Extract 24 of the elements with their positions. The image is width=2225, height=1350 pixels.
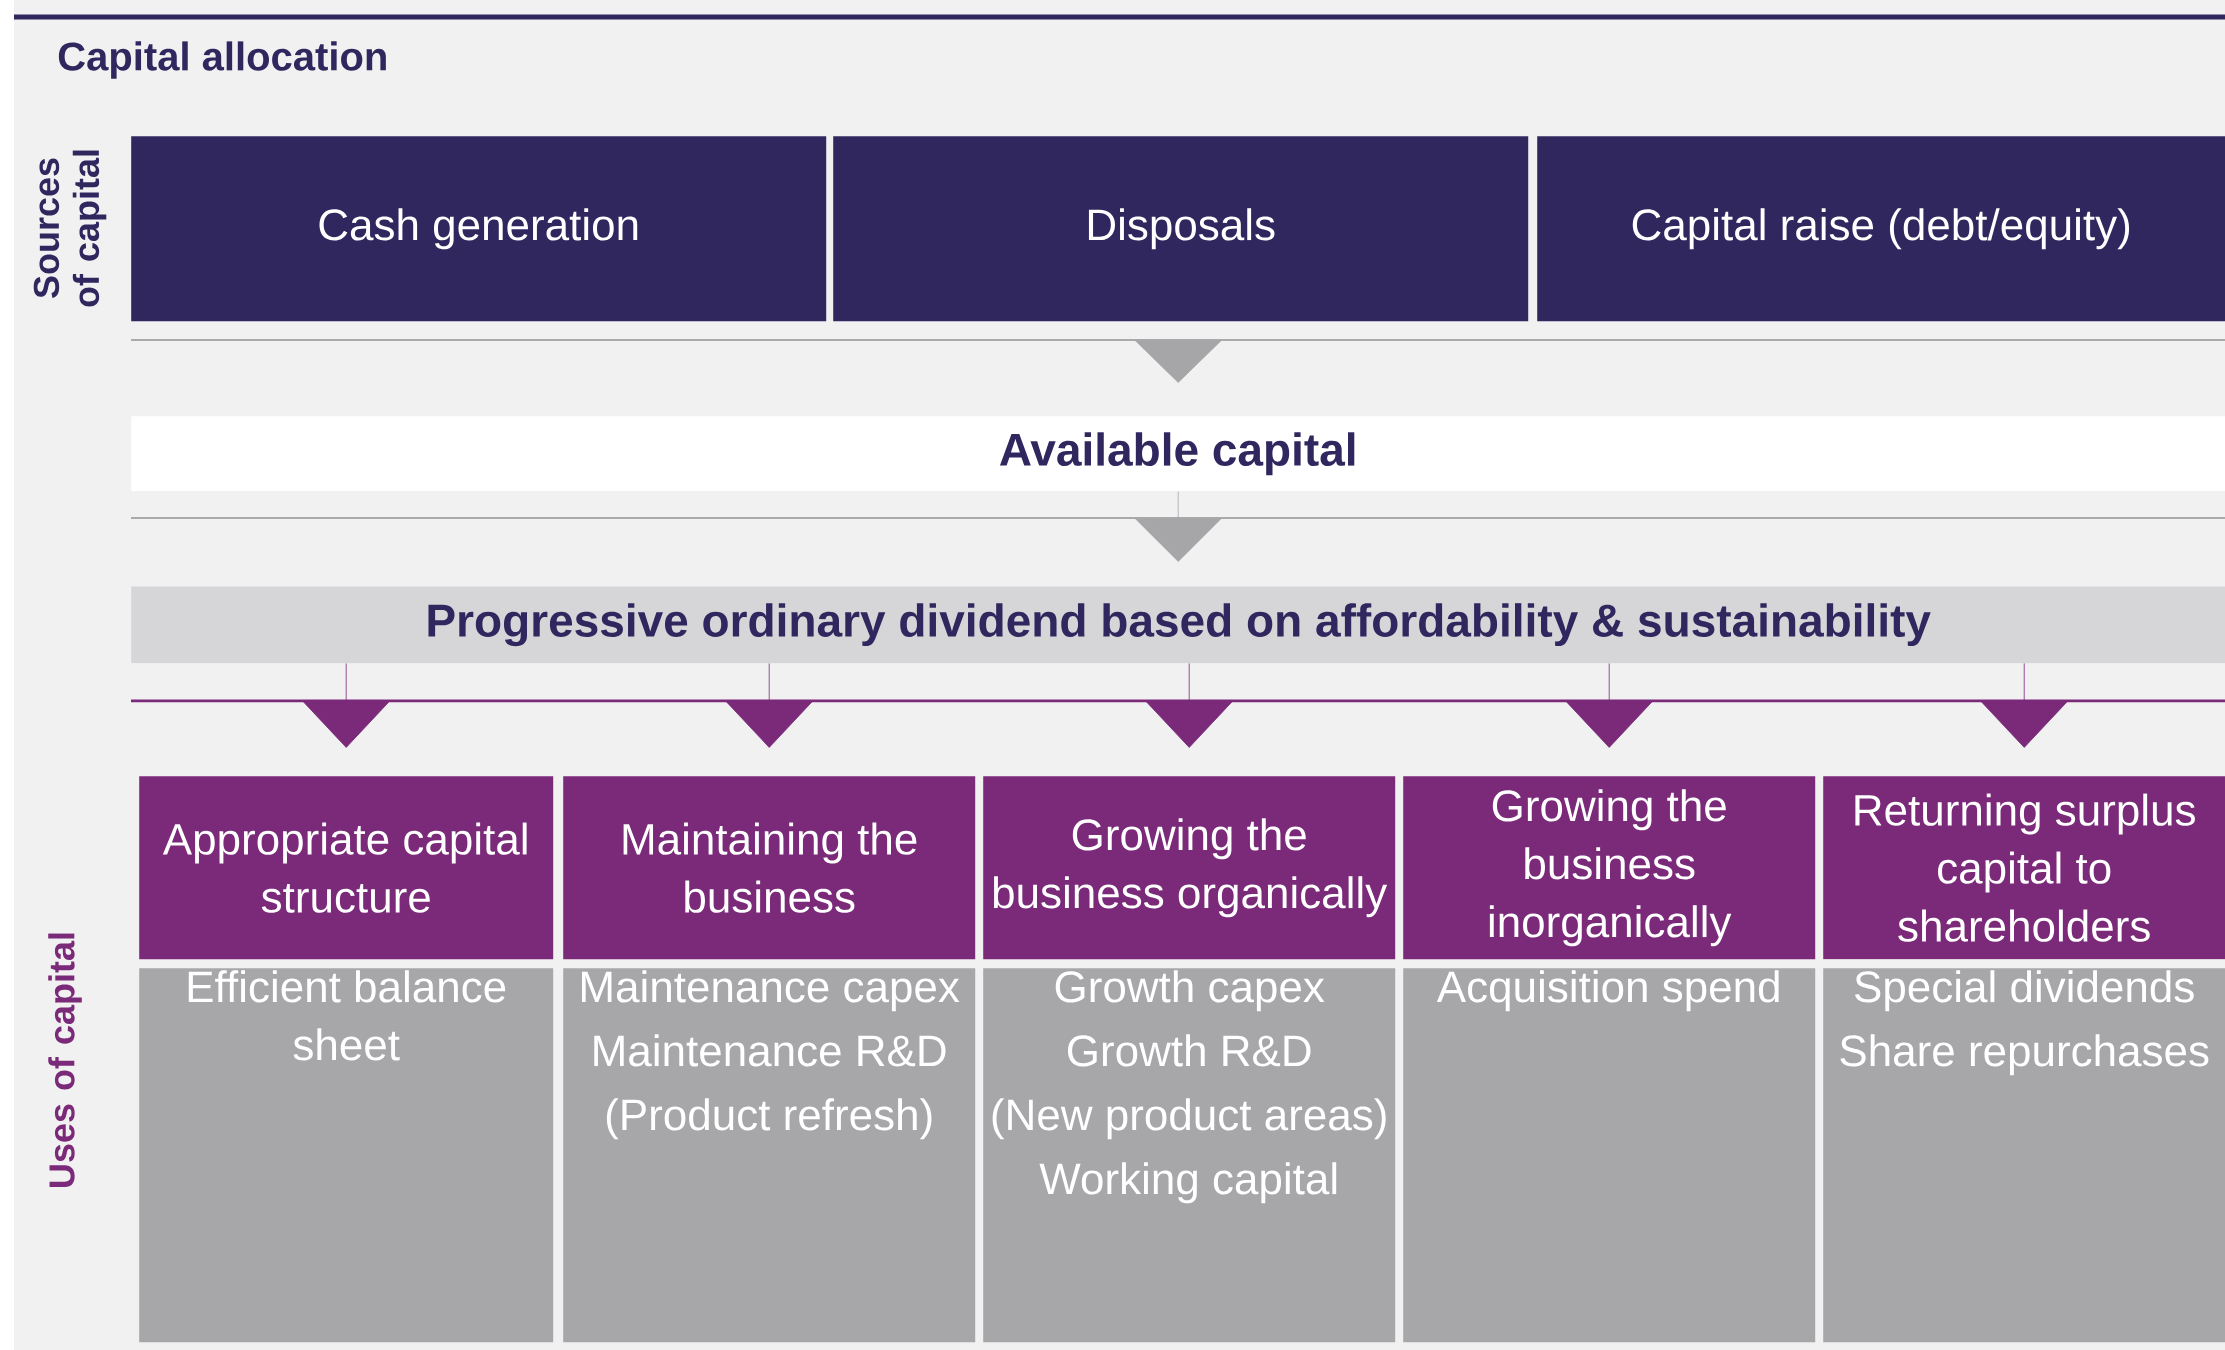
use-box: Appropriate capital structure <box>139 776 554 960</box>
side-label: Uses of capital <box>48 933 82 1187</box>
use-box: Growing the business inorganically <box>1403 776 1816 960</box>
detail-box: Special dividends Share repurchases <box>1823 968 2225 1343</box>
use-box: Growing the business organically <box>983 776 1396 960</box>
detail-box: Acquisition spend <box>1403 968 1816 1343</box>
detail-box: Growth capex Growth R&D (New product areas) Working capital <box>983 968 1396 1343</box>
source-box: Capital raise (debt/equity) <box>1537 136 2225 322</box>
arrow <box>1980 663 2068 748</box>
source-box: Disposals <box>833 136 1529 322</box>
arrow <box>725 663 813 748</box>
dividend-band: Progressive ordinary dividend based on affordability & sustainability <box>131 586 2225 664</box>
title: Capital allocation <box>58 41 386 79</box>
detail-box: Efficient balance sheet <box>139 968 554 1343</box>
capital-band: Available capital <box>131 416 2225 492</box>
arrow <box>1145 663 1233 748</box>
arrow <box>1134 339 1222 383</box>
source-box: Cash generation <box>131 136 827 322</box>
detail-box: Maintenance capex Maintenance R&D (Product refresh) <box>563 968 976 1343</box>
use-box: Maintaining the business <box>563 776 976 960</box>
arrow <box>302 663 390 748</box>
use-box: Returning surplus capital to shareholders <box>1823 776 2225 960</box>
arrow <box>1565 663 1653 748</box>
arrow <box>1134 491 1222 562</box>
